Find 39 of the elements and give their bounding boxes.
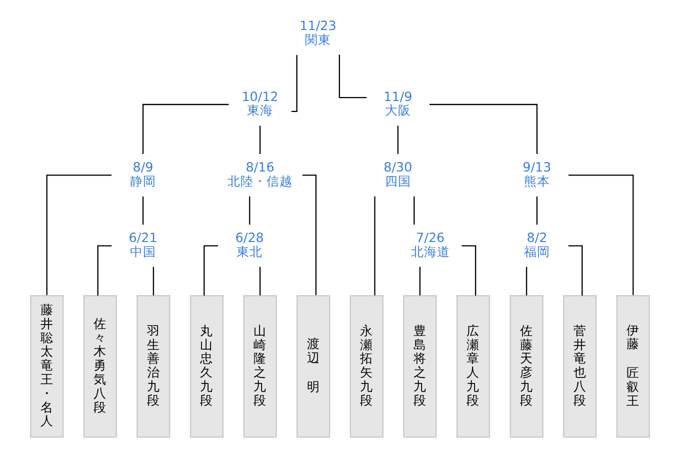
node-text: 11/23 関東	[300, 19, 336, 48]
connector	[259, 126, 261, 154]
connector	[414, 196, 415, 225]
node-box: 永瀬拓矢九段	[350, 295, 384, 438]
connector	[429, 104, 538, 154]
node-text: 8/9 静岡	[130, 160, 156, 190]
node-text: 8/16 北陸・信越	[228, 160, 293, 190]
node-box: 菅井竜也八段	[563, 295, 597, 438]
node-text: 8/2 福岡	[524, 231, 550, 260]
connector	[536, 196, 538, 225]
connector	[152, 266, 154, 296]
connector	[568, 174, 634, 296]
connector	[374, 196, 376, 296]
node-text: 11/9 大阪	[384, 90, 412, 119]
node-text: 8/30 四国	[384, 160, 412, 190]
connector	[142, 104, 229, 154]
node-box: 広瀬章人九段	[456, 295, 490, 438]
node-text: 10/12 東海	[242, 90, 278, 119]
node-box: 山崎隆之九段	[243, 295, 277, 438]
node-text: 6/28 東北	[235, 231, 264, 260]
node-box: 伊藤 匠叡王	[616, 295, 650, 438]
node-box: 豊島将之九段	[403, 295, 437, 438]
connector	[46, 174, 112, 296]
node-box: 佐藤天彦九段	[510, 295, 544, 438]
connector	[397, 126, 399, 154]
node-text: 7/26 北海道	[410, 231, 450, 260]
connector	[338, 54, 367, 98]
node-box: 羽生善治九段	[136, 295, 170, 438]
connector	[142, 196, 144, 225]
node-text: 9/13 熊本	[522, 160, 552, 190]
node-box: 丸山忠久九段	[190, 295, 224, 438]
node-box: 佐々木勇気八段	[83, 295, 117, 438]
node-text: 6/21 中国	[128, 231, 158, 260]
connector	[249, 196, 250, 225]
connector	[419, 266, 421, 296]
node-box: 藤井聡太竜王・名人	[30, 295, 64, 438]
connector	[526, 266, 528, 296]
node-box: 渡辺 明	[296, 295, 330, 438]
connector	[259, 266, 261, 296]
